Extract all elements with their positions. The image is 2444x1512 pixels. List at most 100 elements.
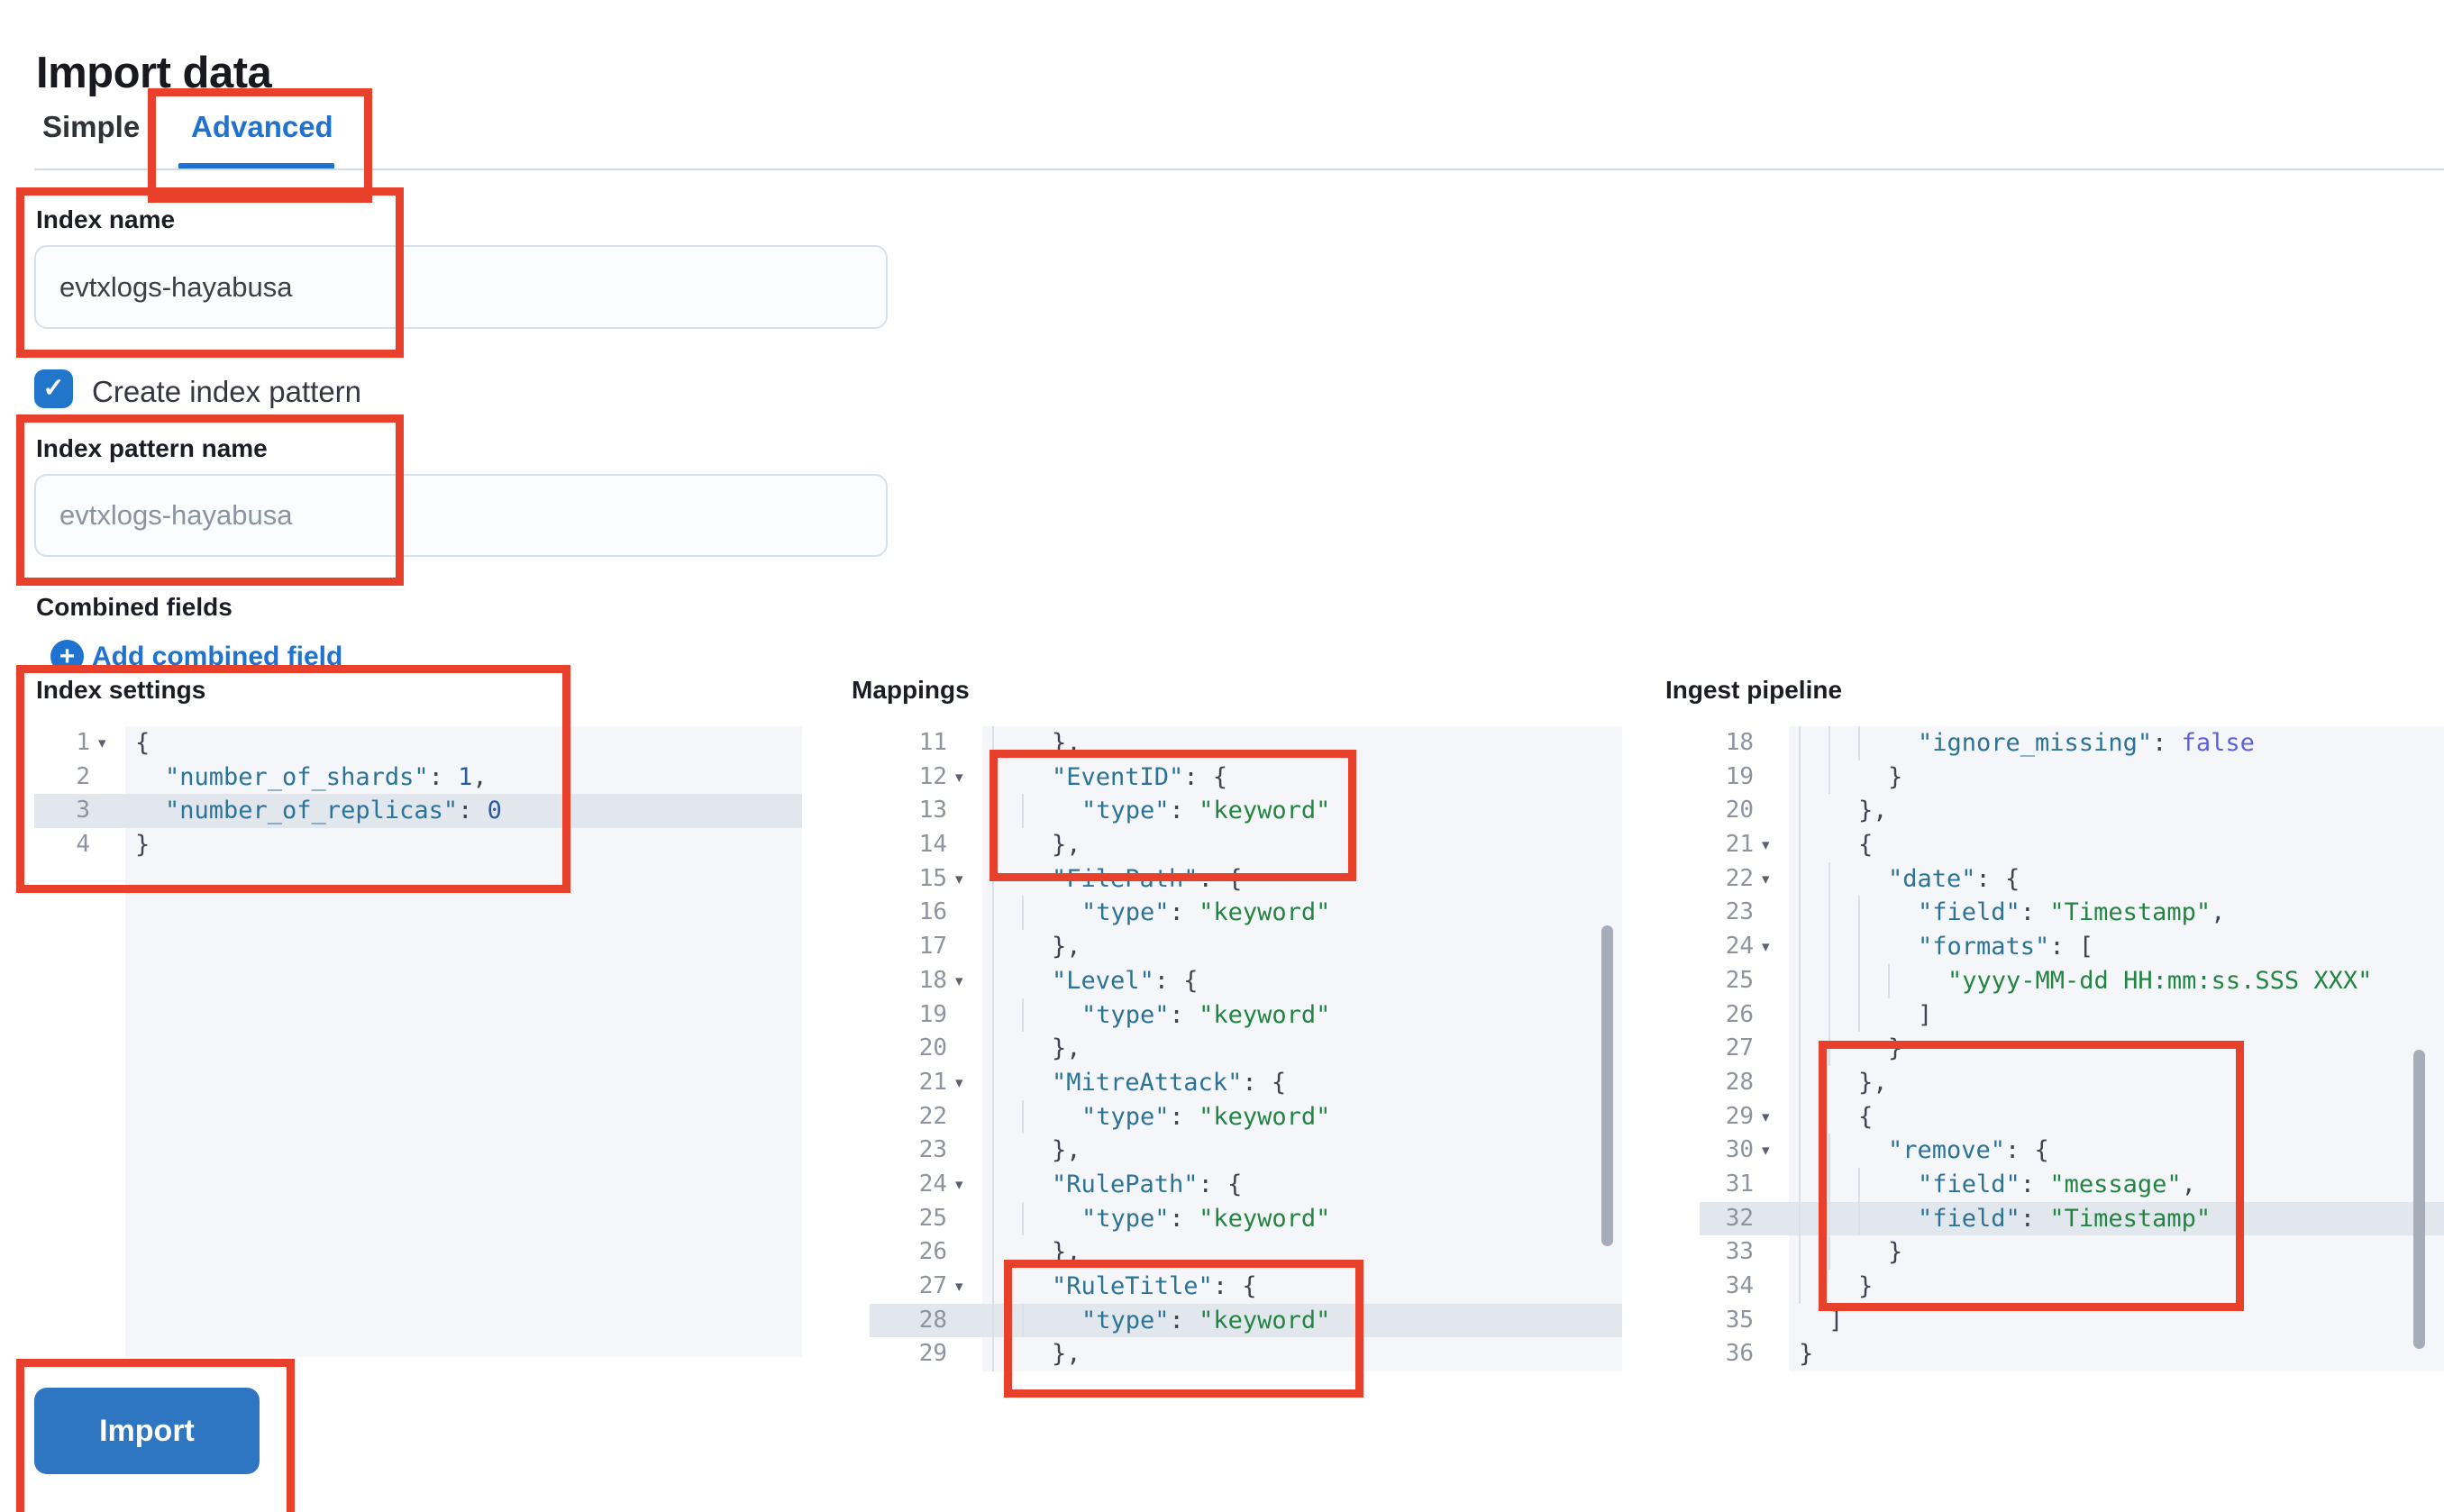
code-token: "keyword" [1199, 1204, 1331, 1233]
line-number: 32 [1725, 1204, 1754, 1232]
fold-arrow-icon[interactable]: ▾ [955, 971, 963, 989]
indent-spacer [1828, 1270, 1858, 1304]
code-token: { [135, 729, 150, 757]
code-token: } [1858, 1272, 1874, 1300]
code-line: 23}, [870, 1134, 1622, 1168]
indent-guide [1828, 726, 1858, 761]
import-button[interactable]: Import [34, 1388, 260, 1474]
index-pattern-name-input[interactable] [34, 474, 888, 557]
code-token: : [1169, 1102, 1199, 1131]
line-number: 35 [1725, 1306, 1754, 1334]
code-token: "message" [2049, 1170, 2182, 1198]
indent-spacer [135, 761, 165, 795]
indent-guide [1858, 896, 1888, 931]
line-number: 16 [918, 898, 947, 926]
index-settings-editor[interactable]: 1▾{2"number_of_shards": 1,3"number_of_re… [34, 726, 802, 1357]
line-number: 3 [76, 797, 90, 824]
indent-guide [992, 1134, 1022, 1168]
indent-guide [1828, 1201, 1858, 1236]
fold-arrow-icon[interactable]: ▾ [1762, 870, 1770, 888]
fold-arrow-icon[interactable]: ▾ [955, 768, 963, 786]
indent-guide [1022, 1099, 1052, 1134]
code-token: }, [1052, 933, 1081, 961]
indent-spacer [1858, 1032, 1888, 1066]
fold-arrow-icon[interactable]: ▾ [1762, 836, 1770, 854]
code-line: 3"number_of_replicas": 0 [34, 794, 802, 829]
fold-spacer [949, 1337, 982, 1371]
indent-spacer [1052, 1304, 1081, 1338]
indent-guide [1799, 726, 1828, 761]
fold-arrow-icon[interactable]: ▾ [955, 1278, 963, 1295]
line-number: 22 [1725, 864, 1754, 892]
code-line: 26] [1700, 997, 2444, 1033]
fold-spacer [949, 794, 982, 828]
code-line: 22"type": "keyword" [870, 1099, 1622, 1134]
code-token: "type" [1081, 1306, 1170, 1334]
index-name-input[interactable] [34, 245, 888, 329]
indent-guide [992, 1235, 1022, 1270]
fold-arrow-icon[interactable]: ▾ [1762, 1107, 1770, 1125]
fold-arrow-icon[interactable]: ▾ [1762, 1142, 1770, 1160]
line-number: 13 [918, 797, 947, 824]
tabs-divider [34, 169, 2444, 170]
tab-advanced[interactable]: Advanced [191, 110, 333, 143]
indent-spacer [1022, 1032, 1052, 1066]
code-token: : [1169, 1204, 1199, 1233]
code-token: "RulePath" [1052, 1170, 1199, 1198]
fold-spacer [92, 828, 125, 862]
mappings-scrollbar-thumb[interactable] [1601, 925, 1613, 1246]
code-line: 31"field": "message", [1700, 1167, 2444, 1202]
indent-spacer [1828, 1066, 1858, 1100]
indent-guide [1799, 828, 1828, 862]
indent-spacer [1858, 1134, 1888, 1168]
line-number: 15 [918, 864, 947, 892]
indent-spacer [1022, 828, 1052, 862]
line-number: 23 [918, 1136, 947, 1164]
fold-arrow-icon[interactable]: ▾ [1762, 938, 1770, 956]
indent-guide [1858, 997, 1888, 1033]
ingest-pipeline-scrollbar-thumb[interactable] [2413, 1050, 2425, 1349]
line-number: 27 [1725, 1034, 1754, 1062]
indent-guide [1799, 861, 1828, 897]
fold-arrow-icon[interactable]: ▾ [955, 1175, 963, 1193]
plus-in-circle-icon[interactable]: + [50, 640, 84, 673]
create-index-pattern-checkbox[interactable]: ✓ [34, 369, 73, 408]
mappings-editor[interactable]: 11},12▾"EventID": {13"type": "keyword"14… [870, 726, 1622, 1371]
indent-guide [1799, 1235, 1828, 1270]
indent-guide [992, 1337, 1022, 1371]
indent-spacer [1052, 896, 1081, 930]
fold-arrow-icon[interactable]: ▾ [955, 870, 963, 888]
indent-guide [992, 861, 1022, 897]
code-token: : [2020, 898, 2050, 927]
fold-arrow-icon[interactable]: ▾ [98, 734, 106, 751]
code-token: "ignore_missing" [1918, 729, 2153, 757]
indent-guide [1858, 963, 1888, 998]
indent-guide [1828, 896, 1858, 931]
code-token: 0 [487, 797, 502, 825]
code-line: 30▾"remove": { [1700, 1134, 2444, 1168]
code-line: 28"type": "keyword" [870, 1303, 1622, 1338]
code-line: 36} [1700, 1337, 2444, 1371]
fold-spacer [92, 794, 125, 828]
create-index-pattern-label[interactable]: Create index pattern [92, 375, 362, 408]
line-number: 28 [1725, 1068, 1754, 1096]
tab-simple[interactable]: Simple [42, 110, 141, 143]
line-number: 21 [918, 1068, 947, 1096]
code-line: 21▾"MitreAttack": { [870, 1065, 1622, 1100]
code-token: "type" [1081, 1204, 1170, 1233]
indent-guide [1828, 930, 1858, 964]
code-token: : [2020, 1170, 2050, 1198]
code-line: 29▾{ [1700, 1099, 2444, 1134]
fold-spacer [949, 1134, 982, 1168]
code-token: : [2152, 729, 2182, 757]
add-combined-field-link[interactable]: Add combined field [92, 642, 343, 671]
indent-spacer [135, 794, 165, 828]
code-token: : [1169, 797, 1199, 825]
indent-spacer [1022, 1235, 1052, 1270]
fold-spacer [949, 726, 982, 761]
indent-spacer [1918, 964, 1947, 998]
code-token: "type" [1081, 1000, 1170, 1029]
fold-arrow-icon[interactable]: ▾ [955, 1073, 963, 1091]
